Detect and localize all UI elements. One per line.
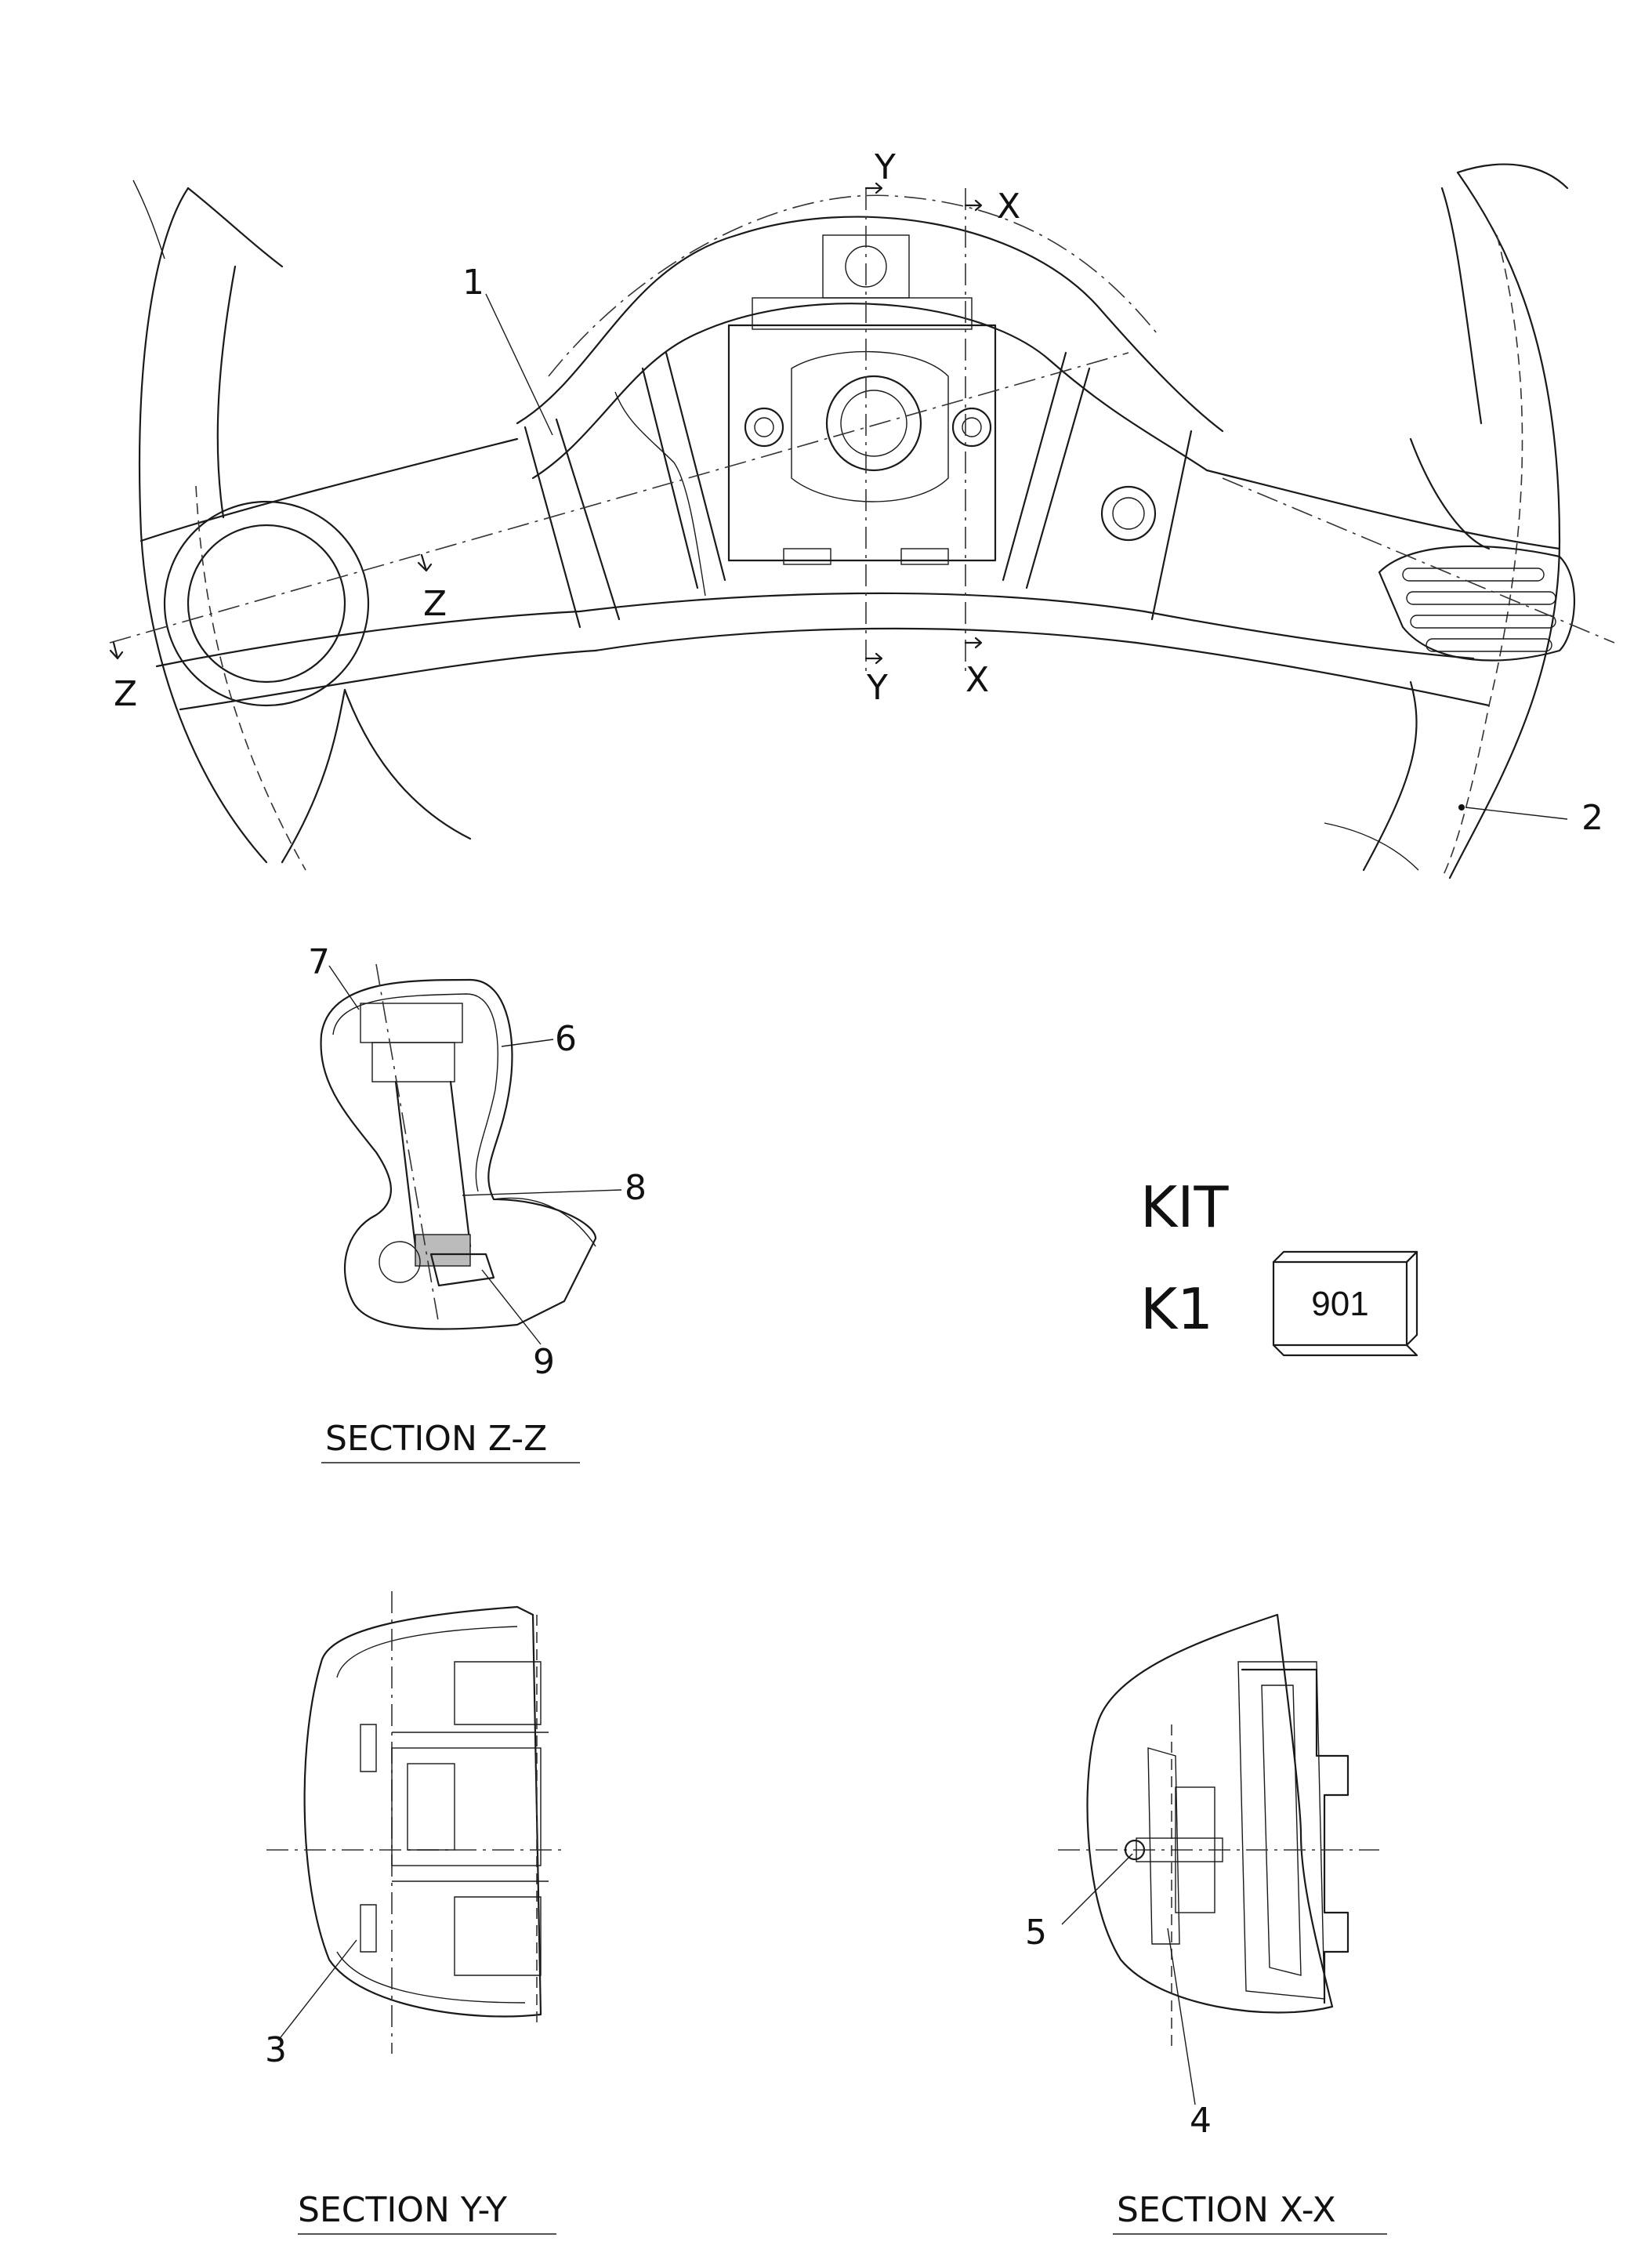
marker-z-left: Z — [114, 674, 137, 714]
marker-x-bottom: X — [965, 660, 989, 700]
callout-6: 6 — [555, 1019, 577, 1059]
callout-3: 3 — [265, 2030, 287, 2070]
marker-x-top: X — [997, 187, 1020, 227]
kit-ref-box-shape — [1272, 1250, 1418, 1357]
section-x-x-drawing — [1058, 1613, 1387, 2235]
callout-8: 8 — [625, 1168, 647, 1208]
section-title-z-z: SECTION Z-Z — [325, 1419, 547, 1459]
section-y-y-drawing — [266, 1591, 564, 2235]
callout-5: 5 — [1025, 1913, 1047, 1953]
callout-9: 9 — [533, 1342, 555, 1382]
callout-1: 1 — [462, 263, 484, 303]
kit-heading: KIT — [1140, 1174, 1229, 1240]
marker-y-bottom: Y — [866, 668, 888, 708]
callout-2: 2 — [1581, 798, 1603, 838]
section-title-x-x: SECTION X-X — [1117, 2190, 1336, 2230]
section-title-y-y: SECTION Y-Y — [298, 2190, 507, 2230]
marker-y-top: Y — [874, 147, 896, 187]
callout-7: 7 — [308, 942, 330, 982]
callout-4: 4 — [1190, 2101, 1212, 2141]
section-z-z-drawing — [320, 963, 622, 1463]
kit-code: K1 — [1140, 1276, 1213, 1342]
kit-ref-number: 901 — [1311, 1285, 1368, 1323]
steering-wheel-view — [109, 163, 1615, 879]
marker-z-mid: Z — [423, 584, 447, 624]
